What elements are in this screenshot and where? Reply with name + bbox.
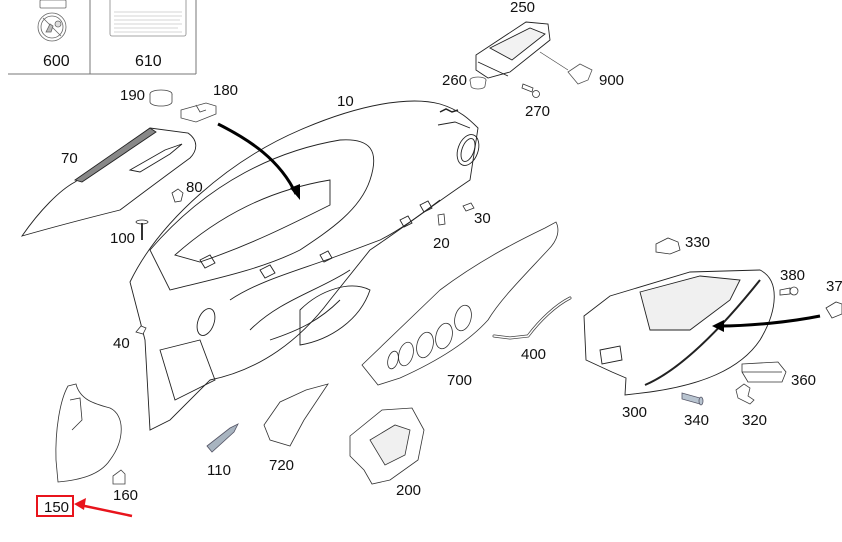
- label-part-330: 330: [685, 234, 711, 251]
- part-270-bolt: [521, 83, 540, 98]
- highlight-arrow: [74, 498, 133, 518]
- part-80-clip: [171, 188, 184, 203]
- part-380-screw: [779, 286, 799, 296]
- part-110-bracket: [206, 423, 239, 453]
- part-200-column-cover: [349, 407, 425, 485]
- label-part-150: 150: [44, 499, 70, 516]
- label-part-270: 270: [525, 103, 551, 120]
- part-150-side-panel: [55, 383, 122, 483]
- label-part-340: 340: [684, 412, 710, 429]
- part-900-connector: [567, 63, 593, 85]
- label-part-10: 10: [337, 93, 354, 110]
- label-part-190: 190: [120, 87, 146, 104]
- label-part-900: 900: [599, 72, 625, 89]
- assembly-arrow-right-head: [712, 320, 724, 332]
- highlight-box-part-150[interactable]: 150: [36, 495, 74, 517]
- part-700-trim: [361, 221, 559, 386]
- label-part-40: 40: [113, 335, 130, 352]
- part-190-pad: [149, 89, 173, 107]
- part-400-cable-inner: [493, 297, 571, 339]
- part-320-hinge: [735, 383, 755, 405]
- label-600: 600: [43, 53, 70, 70]
- part-340-lock-cylinder: [681, 392, 704, 406]
- part-37x-switch: [825, 301, 842, 319]
- part-100-screw: [135, 219, 149, 240]
- label-part-300: 300: [622, 404, 648, 421]
- label-part-700: 700: [447, 372, 473, 389]
- part-720-cover: [263, 383, 329, 447]
- label-part-200: 200: [396, 482, 422, 499]
- part-40-clip: [135, 325, 147, 335]
- assembly-arrow-top: [217, 122, 298, 195]
- label-part-250: 250: [510, 0, 536, 16]
- part-260-grommet: [469, 76, 487, 90]
- part-70-cover: [20, 127, 197, 237]
- airbag-warning-card: [109, 0, 187, 37]
- leader-line-900: [539, 51, 569, 71]
- dashboard-main-part: [129, 100, 480, 431]
- part-160-clip: [112, 469, 126, 485]
- label-610: 610: [135, 53, 162, 70]
- part-180-block: [180, 102, 217, 123]
- label-part-37x: 37: [826, 278, 842, 295]
- part-250-airbag-module: [475, 21, 551, 79]
- assembly-arrow-right: [719, 314, 821, 328]
- airbag-pictogram-icon: [37, 0, 67, 42]
- label-part-160: 160: [113, 487, 139, 504]
- label-part-180: 180: [213, 82, 239, 99]
- labels-panel-frame: [8, 0, 197, 75]
- label-part-30: 30: [474, 210, 491, 227]
- part-330-latch: [655, 237, 681, 255]
- label-part-20: 20: [433, 235, 450, 252]
- part-30-clip: [462, 202, 475, 212]
- label-part-400: 400: [521, 346, 547, 363]
- label-part-100: 100: [110, 230, 136, 247]
- part-20-clip: [437, 213, 446, 226]
- part-300-glovebox: [583, 269, 775, 396]
- label-part-80: 80: [186, 179, 203, 196]
- assembly-arrow-top-head: [290, 184, 300, 200]
- label-part-70: 70: [61, 150, 78, 167]
- label-part-380: 380: [780, 267, 806, 284]
- label-part-320: 320: [742, 412, 768, 429]
- label-part-110: 110: [207, 462, 231, 479]
- label-part-360: 360: [791, 372, 817, 389]
- label-part-720: 720: [269, 457, 295, 474]
- label-part-260: 260: [442, 72, 468, 89]
- part-360-box: [741, 361, 787, 383]
